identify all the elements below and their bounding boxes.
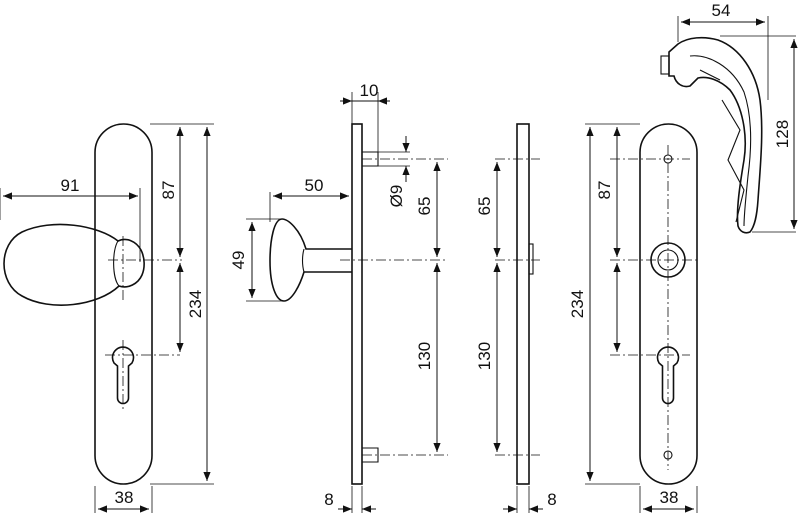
dim-128: 128: [773, 120, 792, 148]
knob-neck: [113, 240, 120, 287]
dim-38-right: 38: [660, 488, 679, 507]
dim-49: 49: [229, 251, 248, 270]
dim-10: 10: [360, 81, 379, 100]
right-front-view: 87 234 38: [568, 123, 700, 513]
screw-bottom-1: [362, 447, 379, 463]
left-front-view: 91 87 234 38: [0, 123, 214, 513]
dim-87-left: 87: [159, 181, 178, 200]
knob-outline: [3, 223, 145, 306]
lever-handle-outline: [668, 36, 763, 234]
right-keyhole: [656, 346, 680, 405]
side-view-plate: 65 130 8: [475, 123, 557, 513]
dim-234-right: 234: [568, 290, 587, 318]
left-keyhole: [111, 346, 135, 405]
knob-profile: [269, 218, 352, 302]
dim-50: 50: [305, 176, 324, 195]
dim-65-right: 65: [475, 197, 494, 216]
dim-dia9: Ø9: [387, 185, 406, 208]
left-backplate: [94, 123, 153, 485]
screw-top-1: [362, 151, 379, 167]
right-backplate: [639, 123, 698, 485]
dim-54: 54: [712, 1, 731, 20]
dim-234-left: 234: [186, 290, 205, 318]
lever-handle-view: 54 128: [660, 1, 798, 234]
dim-38-left: 38: [115, 488, 134, 507]
side-plate-2: [516, 123, 530, 485]
dim-65-mid: 65: [415, 197, 434, 216]
side-view-knob: 10 50 49 Ø9 65 130 8: [229, 81, 448, 513]
dim-8-mid: 8: [324, 490, 333, 509]
dim-130-mid: 130: [415, 342, 434, 370]
dim-87-right: 87: [595, 181, 614, 200]
dim-130-right: 130: [475, 342, 494, 370]
dim-91: 91: [61, 176, 80, 195]
dim-8-right: 8: [547, 490, 556, 509]
side-plate-1: [351, 123, 363, 485]
